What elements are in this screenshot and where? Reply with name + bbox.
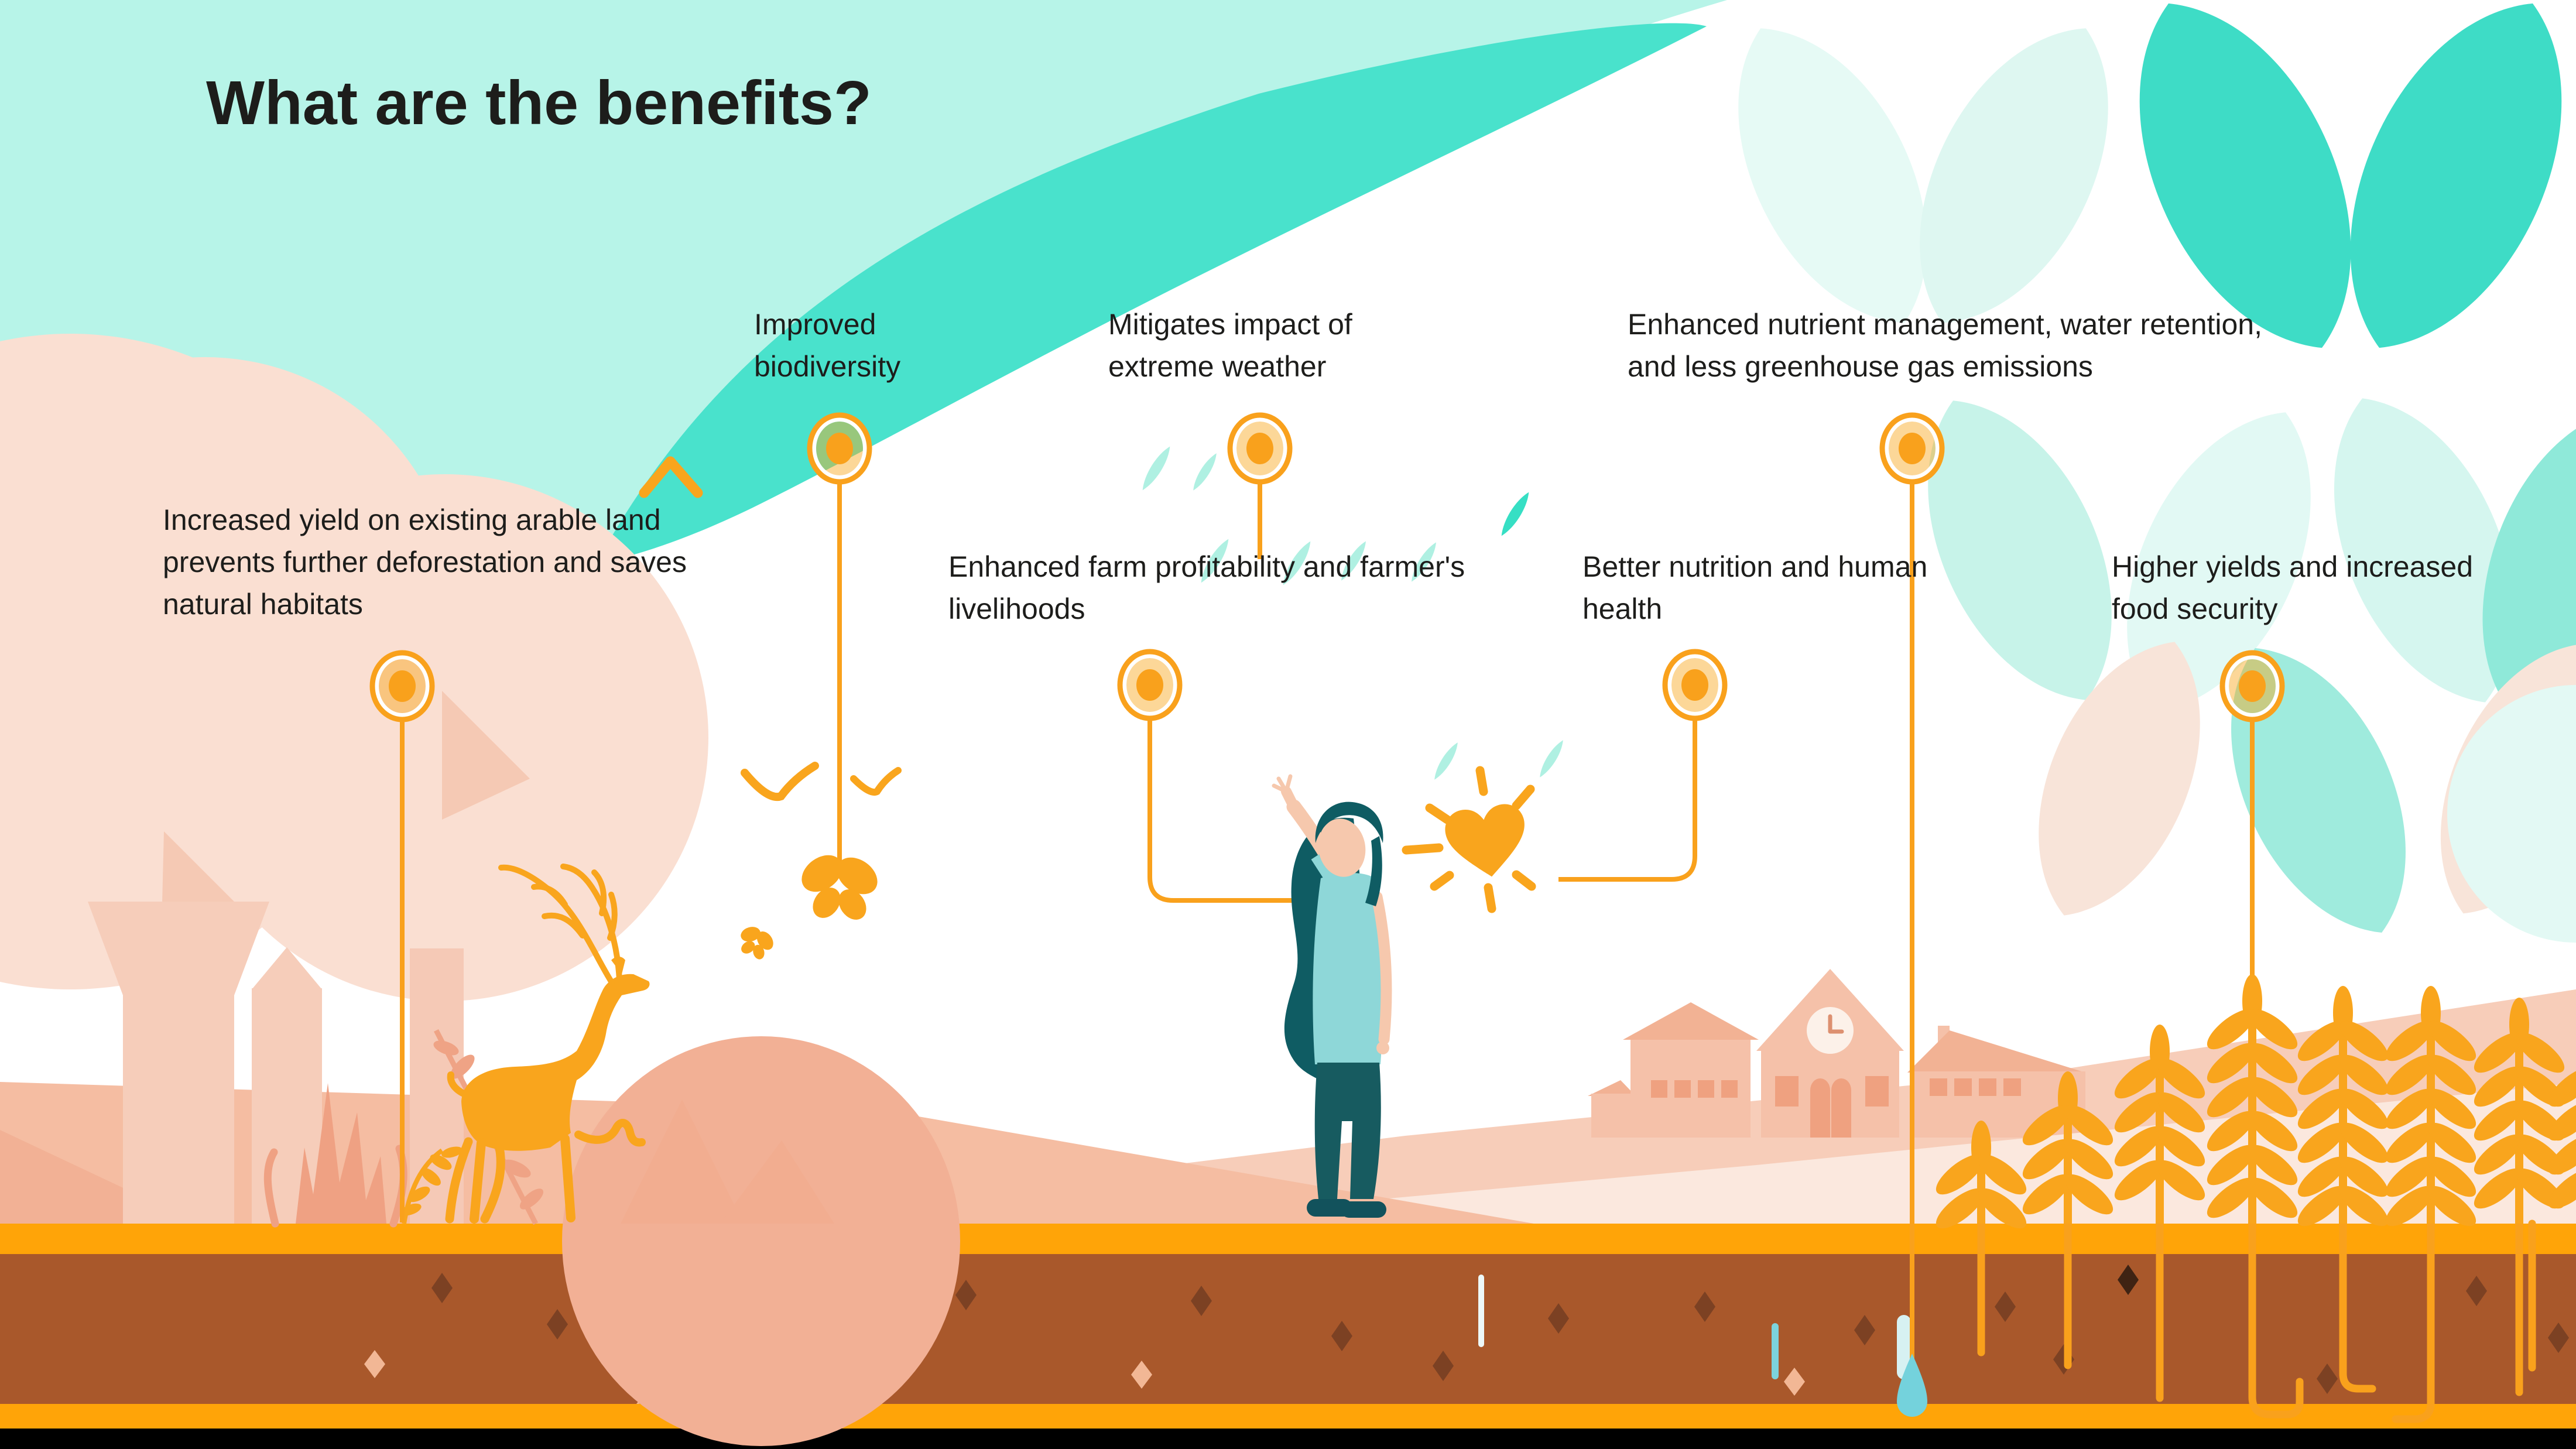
- teal-swoosh-band: [597, 23, 1707, 562]
- ground-strip-top: [0, 1224, 2576, 1254]
- benefit-label-nutrient-management: Enhanced nutrient management, water rete…: [1628, 303, 2301, 388]
- butterfly-icon: [741, 927, 773, 960]
- chevron-up-icon: [639, 456, 703, 498]
- bush-wedge: [720, 1140, 834, 1224]
- benefit-line-nutrition-health: [1558, 719, 1697, 882]
- benefit-marker-higher-yields: [2222, 653, 2282, 720]
- wheat-stalk-icon: [1936, 974, 2576, 1229]
- benefit-marker-nutrition-health: [1665, 652, 1725, 718]
- page-title: What are the benefits?: [206, 68, 872, 138]
- benefit-marker-improved-biodiversity: [810, 415, 869, 482]
- bush-wedge: [621, 1099, 744, 1224]
- tree-icon: [0, 334, 708, 1225]
- grass-tuft: [296, 1083, 386, 1224]
- benefit-line-farm-profitability: [1147, 719, 1320, 903]
- benefit-connectors: [400, 482, 2255, 1364]
- bird-icon: [741, 762, 819, 801]
- water-droplet-icon: [1897, 1354, 1927, 1417]
- benefit-label-text: Enhanced nutrient management, water rete…: [1628, 308, 2263, 383]
- benefit-marker-mitigates-extreme-weather: [1230, 415, 1290, 482]
- benefit-marker-increased-yield: [372, 653, 432, 720]
- sprig-orange: [400, 1146, 463, 1224]
- hill-band-light: [1112, 1083, 2576, 1224]
- wheat-roots: [1977, 1220, 2536, 1423]
- waving-person-figure: [1272, 774, 1392, 1218]
- benefit-label-improved-biodiversity: Improved biodiversity: [754, 303, 953, 388]
- benefit-label-mitigates-extreme-weather: Mitigates impact of extreme weather: [1108, 303, 1442, 388]
- soil-band: [0, 1254, 2576, 1404]
- grass-blade: [263, 1148, 279, 1228]
- bush: [562, 1036, 960, 1446]
- benefit-label-higher-yields: Higher yields and increased food securit…: [2112, 546, 2504, 630]
- footer-bar: [0, 1429, 2576, 1449]
- benefit-label-text: Mitigates impact of extreme weather: [1108, 308, 1352, 383]
- benefit-label-text: Enhanced farm profitability and farmer's…: [948, 550, 1465, 625]
- benefit-label-nutrition-health: Better nutrition and human health: [1582, 546, 1928, 630]
- village-houses-icon: [1588, 969, 2085, 1138]
- bird-icon: [850, 767, 902, 796]
- deer-icon: [445, 864, 650, 1224]
- benefit-label-text: Improved biodiversity: [754, 308, 901, 383]
- benefit-label-text: Increased yield on existing arable land …: [163, 503, 687, 621]
- benefit-marker-nutrient-management: [1882, 415, 1942, 482]
- benefit-label-farm-profitability: Enhanced farm profitability and farmer's…: [948, 546, 1475, 630]
- petal-pattern: [1691, 0, 2576, 962]
- benefit-label-text: Better nutrition and human health: [1582, 550, 1928, 625]
- benefit-marker-farm-profitability: [1120, 652, 1180, 718]
- heart-sun-icon: [1402, 766, 1536, 913]
- benefit-label-increased-yield: Increased yield on existing arable land …: [163, 499, 742, 625]
- benefit-label-text: Higher yields and increased food securit…: [2112, 550, 2474, 625]
- ground-strip-bottom: [0, 1404, 2576, 1429]
- butterfly-icon: [801, 855, 878, 920]
